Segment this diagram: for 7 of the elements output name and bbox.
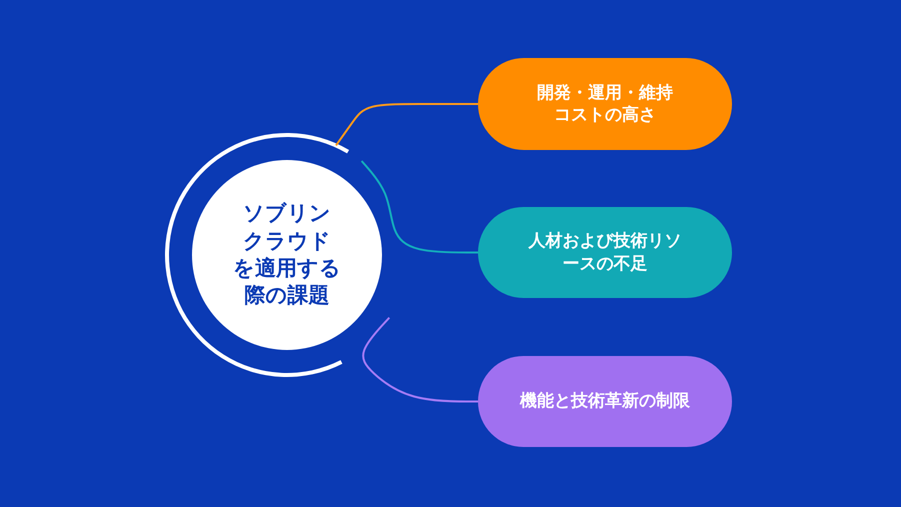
connector-line	[335, 103, 478, 146]
connector-line	[362, 317, 478, 402]
node-label: 開発・運用・維持コストの高さ	[536, 82, 674, 126]
node-label: 人材および技術リソースの不足	[527, 230, 682, 275]
node-label: 機能と技術革新の制限	[518, 390, 691, 413]
connector-line	[360, 160, 478, 254]
node-label: ソブリンクラウドを適用する際の課題	[232, 200, 342, 310]
